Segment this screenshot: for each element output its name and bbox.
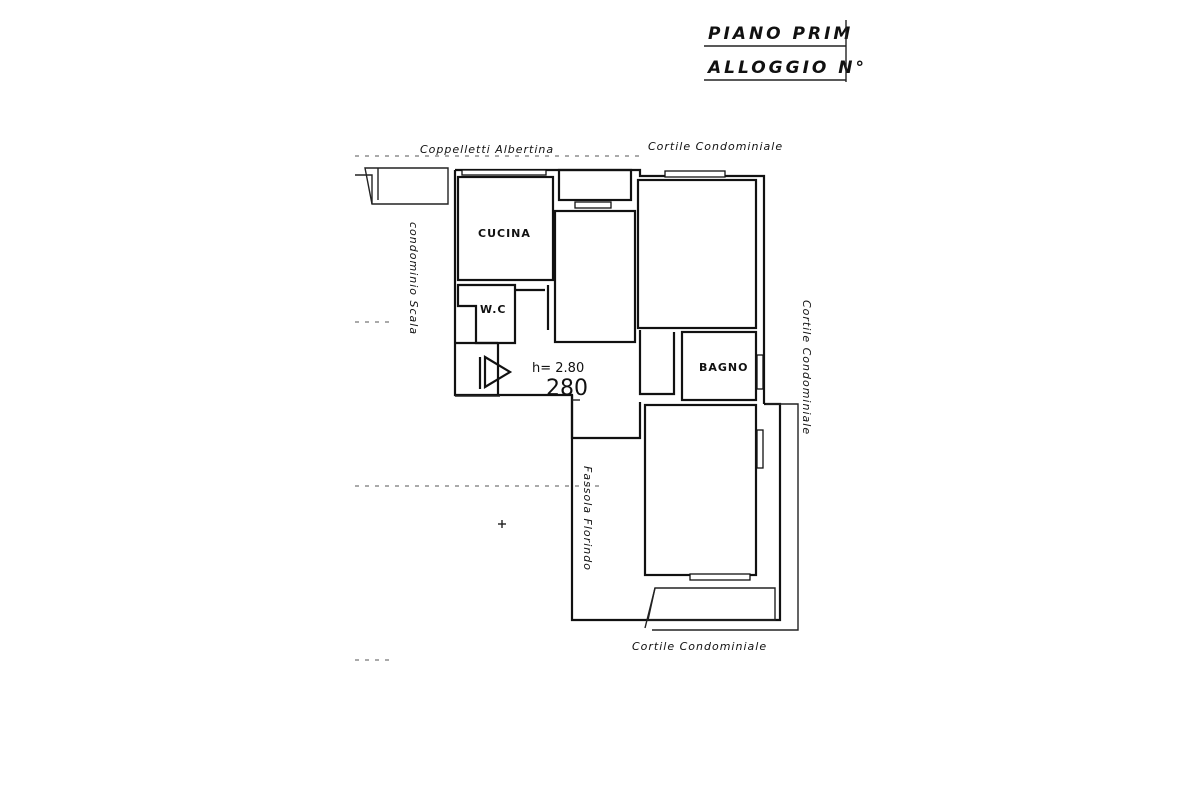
room-bathroom: [680, 330, 758, 402]
outer-wall-left: [453, 170, 498, 397]
ceiling-height: h= 2.80: [532, 361, 584, 376]
window-balcony: [574, 201, 612, 209]
label-bathroom: BAGNO: [699, 361, 748, 374]
entrance-arrow-icon: [483, 355, 513, 389]
neighbour-block: [364, 167, 449, 205]
label-wc: W.C: [480, 303, 507, 316]
window-master: [664, 170, 726, 178]
corridor-wall-bottom: [570, 395, 642, 440]
window-living-bottom: [689, 573, 751, 581]
room-bedroom-master: [636, 178, 758, 330]
label-kitchen: CUCINA: [478, 227, 531, 240]
window-bathroom: [756, 354, 764, 390]
neighbour-outline: [355, 174, 373, 204]
room-bedroom-small: [553, 209, 637, 344]
room-kitchen: [456, 175, 555, 282]
floor-title: PIANO PRIM: [708, 24, 853, 44]
neighbour-top-right: Cortile Condominiale: [648, 140, 783, 153]
neighbour-bottom: Cortile Condominiale: [632, 640, 767, 653]
neighbour-left: condominio Scala: [407, 222, 420, 335]
window-living-side: [756, 429, 764, 469]
neighbour-inner: Fassola Florindo: [581, 466, 594, 571]
room-balcony: [557, 168, 633, 202]
courtyard-corner: [644, 587, 656, 629]
courtyard-wedge: [647, 587, 776, 621]
room-wc: [456, 283, 517, 345]
room-living: [643, 403, 758, 577]
ceiling-height-handwritten: 280: [546, 376, 588, 401]
neighbour-top-left: Coppelletti Albertina: [420, 143, 554, 156]
window-kitchen: [461, 169, 547, 176]
unit-title: ALLOGGIO N°: [706, 58, 867, 78]
corridor-wall-bath: [638, 330, 676, 396]
neighbour-right: Cortile Condominiale: [800, 300, 813, 435]
courtyard-boundary: [652, 403, 799, 631]
